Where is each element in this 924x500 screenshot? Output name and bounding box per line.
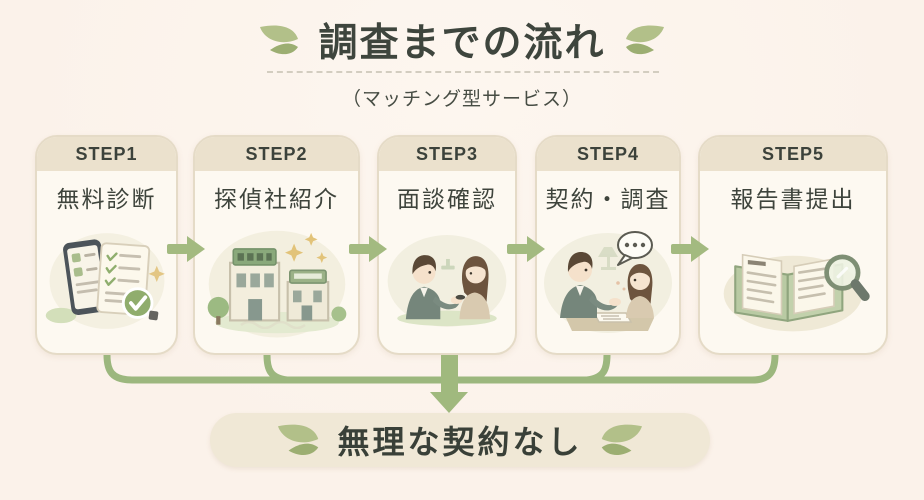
no-forced-contract-badge: 無理な契約なし xyxy=(210,413,710,467)
arrow-down-icon xyxy=(430,355,468,413)
step-number-band: STEP3 xyxy=(379,137,515,171)
step-card-2: STEP2 探偵社紹介 xyxy=(193,135,360,355)
arrow-right-icon xyxy=(671,236,709,262)
arrow-right-icon xyxy=(167,236,205,262)
page-title: 調査までの流れ xyxy=(318,22,606,65)
step-number-band: STEP4 xyxy=(537,137,679,171)
step-label: 契約・調査 xyxy=(545,186,671,212)
contract-meeting-illustration xyxy=(544,231,672,333)
leaf-sprig-icon xyxy=(260,25,299,55)
step-card-5: STEP5 報告書提出 xyxy=(698,135,888,355)
interview-illustration xyxy=(387,235,507,327)
step-card-1: STEP1 無料診断 xyxy=(35,135,178,355)
agency-buildings-illustration xyxy=(207,230,346,338)
faint-watermark xyxy=(195,317,358,329)
leaf-sprig-icon xyxy=(601,424,642,456)
step-label: 面談確認 xyxy=(397,186,497,212)
report-magnifier-illustration xyxy=(723,253,870,332)
step-label: 探偵社紹介 xyxy=(214,186,339,212)
dashed-divider xyxy=(267,71,659,73)
header: 調査までの流れ xyxy=(0,12,924,68)
leaf-sprig-icon xyxy=(278,424,319,456)
arrow-right-icon xyxy=(507,236,545,262)
free-diagnosis-illustration xyxy=(45,233,165,329)
step-number-band: STEP5 xyxy=(700,137,886,171)
badge-label: 無理な契約なし xyxy=(337,424,583,460)
page-subtitle: （マッチング型サービス） xyxy=(341,89,582,110)
watermark-mark xyxy=(148,310,159,321)
step-label: 無料診断 xyxy=(56,186,157,212)
step-card-3: STEP3 面談確認 xyxy=(377,135,517,355)
leaf-sprig-icon xyxy=(625,25,664,55)
arrow-right-icon xyxy=(349,236,387,262)
step-label: 報告書提出 xyxy=(730,186,856,212)
step-card-4: STEP4 契約・調査 xyxy=(535,135,681,355)
merge-connector xyxy=(103,355,779,413)
step-number-band: STEP1 xyxy=(37,137,176,171)
step-number-band: STEP2 xyxy=(195,137,358,171)
